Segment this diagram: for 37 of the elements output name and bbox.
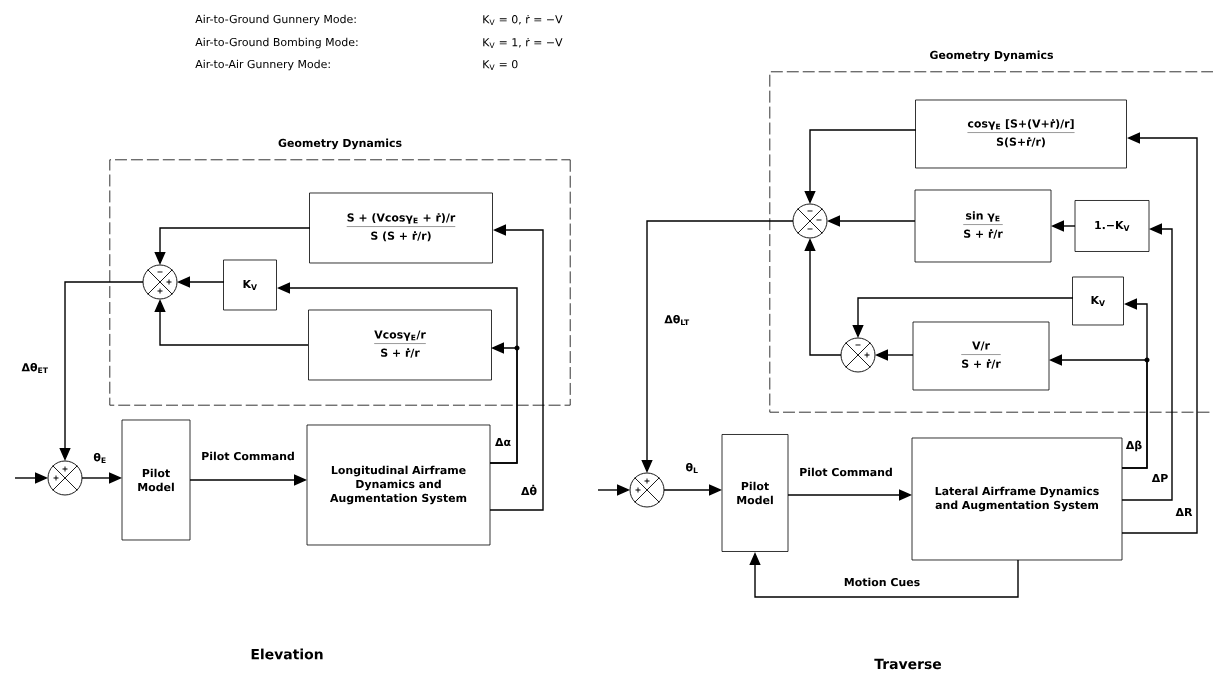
transfer-function-box: S + (Vcosγ$_{E}$ + ṙ)/r S (S + ṙ/r) [309,192,493,264]
panel-caption: Traverse [874,658,942,670]
edge-label: θ$_{E}$ [92,451,108,465]
arrow [1121,223,1173,501]
block-box: Pilot Model [121,419,191,541]
transfer-function-box: sin γ$_{E}$ S + ṙ/r [914,189,1052,263]
node-label: Geometry Dynamics [278,138,402,150]
edge-label: θ$_{L}$ [684,461,700,475]
mode-note: Air-to-Ground Gunnery Mode: [195,14,356,26]
edge-label: Motion Cues [842,576,922,588]
block-box: Longitudinal Airframe Dynamics and Augmentation System [306,424,491,546]
mode-note: K$_{V}$ = 1, ṙ = −V [483,37,563,49]
block-box: K$_{V}$ [223,259,277,311]
edge-label: ΔR [1174,507,1194,517]
edge-label: Δα [494,436,512,448]
mode-note: Air-to-Air Gunnery Mode: [195,59,330,71]
transfer-function-box: V/r S + ṙ/r [912,321,1050,391]
arrow [1121,298,1148,469]
edge-label: Δβ [1124,439,1144,453]
arrow [1121,132,1198,534]
arrow [489,224,544,511]
transfer-function-box: cosγ$_{E}$ [S+(V+ṙ)/r] S(S+ṙ/r) [915,99,1127,169]
edge-label: Δθ$_{ET}$ [20,361,50,375]
mode-note: K$_{V}$ = 0 [483,60,518,70]
block-box: 1.−K$_{V}$ [1074,200,1150,252]
edge-label: Pilot Command [798,466,894,478]
edge-label: ΔP [1150,473,1170,483]
edge-label: Δθ̇ [520,483,538,497]
block-box: Lateral Airframe Dynamics and Augmentation System [911,437,1123,561]
transfer-function-box: Vcosγ$_{E}$/r S + ṙ/r [308,309,492,381]
mode-note: Air-to-Ground Bombing Mode: [195,37,358,49]
block-box: Pilot Model [721,434,789,552]
mode-note: K$_{V}$ = 0, ṙ = −V [483,14,563,26]
edge-label: Δθ$_{LT}$ [663,313,691,327]
edge-label: Pilot Command [200,450,296,462]
panel-caption: Elevation [251,648,323,660]
block-box: K$_{V}$ [1072,276,1124,326]
